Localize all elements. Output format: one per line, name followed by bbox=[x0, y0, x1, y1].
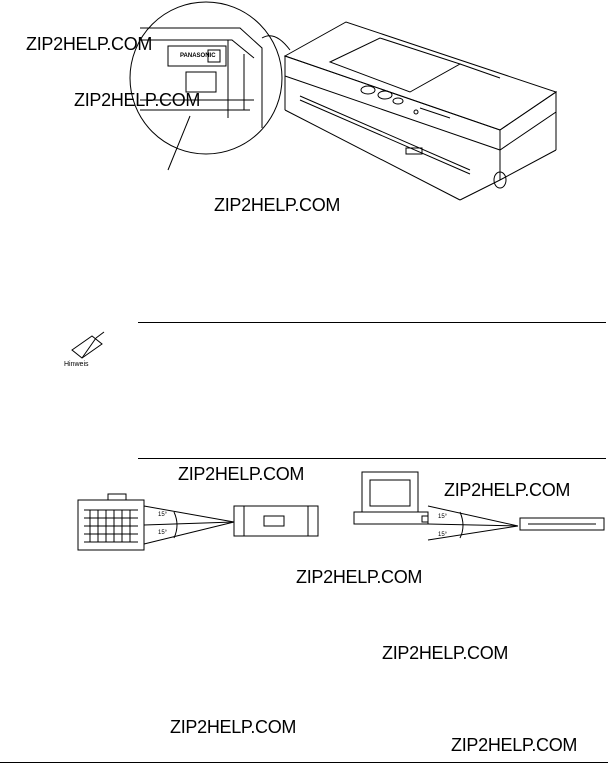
watermark: ZIP2HELP.COM bbox=[26, 34, 153, 54]
ir-diagram-right bbox=[353, 471, 605, 541]
printer-brand-label: PANASONIC bbox=[180, 53, 216, 59]
watermark: ZIP2HELP.COM bbox=[382, 643, 509, 663]
watermark: ZIP2HELP.COM bbox=[170, 717, 297, 737]
note-top-rule bbox=[138, 322, 606, 323]
watermark: ZIP2HELP.COM bbox=[74, 90, 201, 110]
ir-diagram-left bbox=[77, 493, 319, 551]
angle-label-right-upper: 15° bbox=[438, 514, 448, 520]
watermark: ZIP2HELP.COM bbox=[444, 480, 571, 500]
watermark: ZIP2HELP.COM bbox=[296, 567, 423, 587]
watermark: ZIP2HELP.COM bbox=[451, 735, 578, 755]
note-pencil-icon bbox=[71, 331, 105, 359]
printer-illustration bbox=[129, 1, 558, 201]
note-bottom-rule bbox=[138, 458, 606, 459]
angle-label-right-lower: 15° bbox=[438, 532, 448, 538]
angle-label-left-upper: 15° bbox=[158, 512, 168, 518]
footer-rule bbox=[0, 762, 608, 763]
watermark: ZIP2HELP.COM bbox=[214, 195, 341, 215]
watermark: ZIP2HELP.COM bbox=[178, 464, 305, 484]
note-label: Hinweis bbox=[64, 361, 89, 368]
angle-label-left-lower: 15° bbox=[158, 530, 168, 536]
